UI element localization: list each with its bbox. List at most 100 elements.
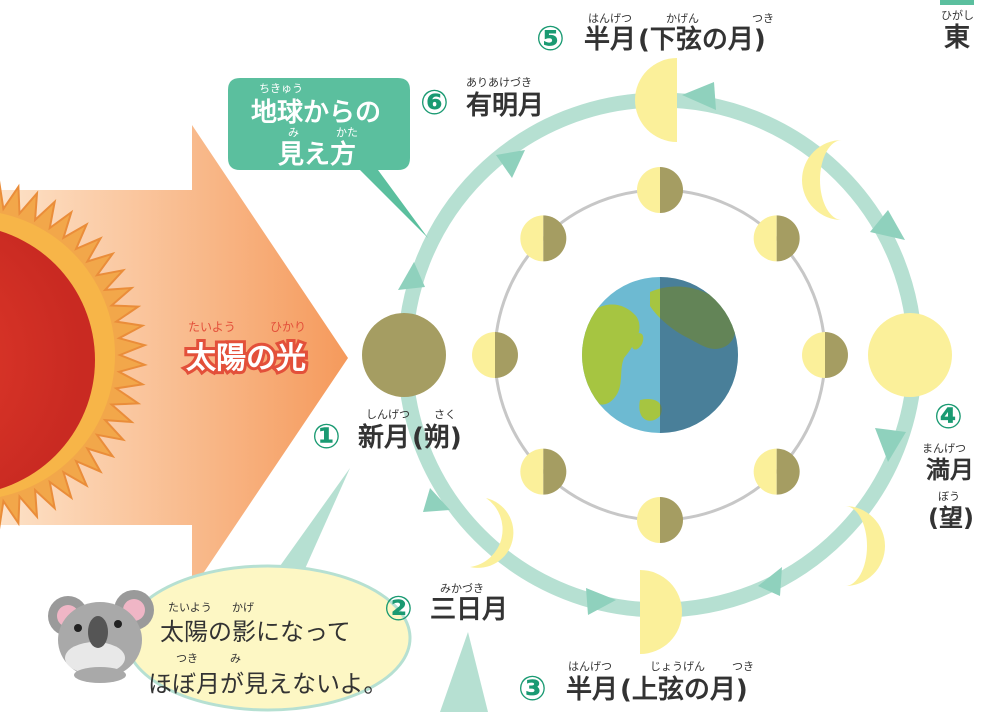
- moon-lit-half: [753, 215, 777, 262]
- phase-number: ⑥: [420, 83, 449, 123]
- orbit-arrow: [496, 150, 525, 178]
- sunlight-arrow: [0, 125, 348, 590]
- phase-name: 半月: [584, 25, 636, 55]
- phase-label-1: ① しんげつ さく 新月 (朔): [312, 408, 462, 457]
- koala-line2: ほぼ月が見えないよ。: [148, 670, 388, 698]
- phase-ruby: ありあけづき: [466, 76, 532, 89]
- waning-gibbous-moon: [802, 140, 842, 220]
- bubble-ruby-chikyuu: ちきゅう: [259, 82, 303, 95]
- moon-dark-half: [776, 448, 800, 495]
- phase-ruby: はんげつ: [568, 660, 612, 673]
- moon-dark-half: [543, 448, 567, 495]
- waxing-gibbous-moon: [845, 506, 885, 586]
- phase-ruby: しんげつ: [366, 408, 410, 421]
- moon-lit-half: [472, 332, 495, 378]
- phase-label-4: ④ まんげつ 満月 ぼう (望): [922, 397, 974, 532]
- phase-ruby: みかづき: [440, 582, 484, 595]
- inner-moon: [753, 215, 800, 262]
- sunlight-ruby-left: たいよう: [188, 320, 236, 334]
- phase-paren: (朔): [412, 423, 462, 453]
- view-from-earth-bubble: ちきゅう 地球からの み かた 見え方: [228, 78, 428, 238]
- phase-number: ④: [934, 397, 963, 437]
- east-label: 東: [944, 23, 970, 53]
- sunlight-ruby-right: ひかり: [270, 320, 306, 334]
- inner-moons: [472, 167, 848, 543]
- orbit-arrow: [398, 262, 425, 290]
- phase-ruby-2: じょうげん: [650, 660, 705, 673]
- east-marker: [940, 0, 974, 5]
- orbit-arrow: [586, 588, 616, 615]
- inner-moon: [520, 215, 567, 262]
- phase-label-3: ③ はんげつ じょうげん つき 半月 (上弦の月): [518, 660, 754, 709]
- moon-lit-half: [520, 448, 544, 495]
- phase-ruby: まんげつ: [922, 442, 966, 455]
- orbit-arrow: [870, 210, 905, 240]
- phase-ruby-2: ぼう: [938, 490, 960, 503]
- phase-number: ③: [518, 669, 547, 709]
- phase-name: 半月: [566, 675, 618, 705]
- inner-moon: [520, 448, 567, 495]
- full-moon: [868, 313, 952, 397]
- koala-ruby-tsuki: つき: [176, 652, 198, 665]
- inner-moon: [637, 497, 683, 543]
- bubble-ruby-mi: み: [288, 126, 299, 139]
- koala-line1: 太陽の影になって: [160, 618, 351, 646]
- phase-label-2: ② みかづき 三日月: [384, 582, 508, 629]
- koala-speech-bubble: たいよう かげ 太陽の影になって つき み ほぼ月が見えないよ。: [124, 468, 488, 712]
- phase-name: 三日月: [430, 595, 508, 625]
- new-moon: [362, 313, 446, 397]
- moon-dark-half: [776, 215, 800, 262]
- moon-lit-half: [753, 448, 777, 495]
- moon-lit-half: [520, 215, 544, 262]
- phase-name: 満月: [926, 456, 974, 484]
- earth-icon: [582, 277, 738, 433]
- inner-moon: [472, 332, 518, 378]
- sunlight-label: 太陽の光: [186, 341, 306, 376]
- bubble-line2: 見え方: [278, 139, 356, 170]
- phase-number: ⑤: [536, 19, 565, 59]
- koala-icon: [48, 590, 154, 683]
- phase-ruby: はんげつ: [588, 12, 632, 25]
- phase-ruby-2: さく: [434, 408, 456, 421]
- bubble-line1: 地球からの: [251, 98, 381, 128]
- orbit-arrows: [398, 82, 906, 615]
- phase-paren: (望): [928, 504, 974, 532]
- orbit-arrow: [875, 428, 906, 462]
- moon-lit-half: [637, 167, 660, 213]
- koala-ruby-mi: み: [230, 652, 241, 665]
- phase-number: ①: [312, 417, 341, 457]
- phase-paren: (下弦の月): [638, 25, 766, 55]
- first-quarter-moon: [640, 570, 682, 654]
- phase-ruby-3: つき: [732, 660, 754, 673]
- outer-moons: [362, 58, 952, 654]
- phase-label-6: ⑥ ありあけづき 有明月: [420, 76, 544, 123]
- sun-icon: [0, 180, 148, 530]
- inner-moon: [753, 448, 800, 495]
- orbit-arrow: [682, 82, 716, 110]
- moon-lit-half: [802, 332, 825, 378]
- orbit-arrow: [758, 567, 782, 596]
- koala-ruby-taiyou: たいよう: [168, 601, 212, 614]
- inner-moon: [637, 167, 683, 213]
- phase-number: ②: [384, 589, 413, 629]
- phase-label-5: ⑤ はんげつ かげん つき 半月 (下弦の月): [536, 12, 774, 59]
- moon-dark-half: [543, 215, 567, 262]
- bubble-ruby-kata: かた: [336, 126, 358, 139]
- phase-ruby-3: つき: [752, 12, 774, 25]
- moon-lit-half: [637, 497, 660, 543]
- moon-dark-half: [660, 167, 683, 213]
- phase-name: 有明月: [466, 91, 544, 121]
- moon-dark-half: [495, 332, 518, 378]
- last-quarter-moon: [635, 58, 677, 142]
- inner-moon: [802, 332, 848, 378]
- phase-ruby-2: かげん: [666, 12, 699, 25]
- phase-paren: (上弦の月): [620, 675, 748, 705]
- east-ruby: ひがし: [941, 8, 974, 22]
- crescent-moon: [470, 498, 514, 568]
- moon-dark-half: [660, 497, 683, 543]
- phase-name: 新月: [358, 422, 410, 453]
- koala-ruby-kage: かげ: [232, 601, 254, 614]
- orbit-arrow: [423, 488, 450, 512]
